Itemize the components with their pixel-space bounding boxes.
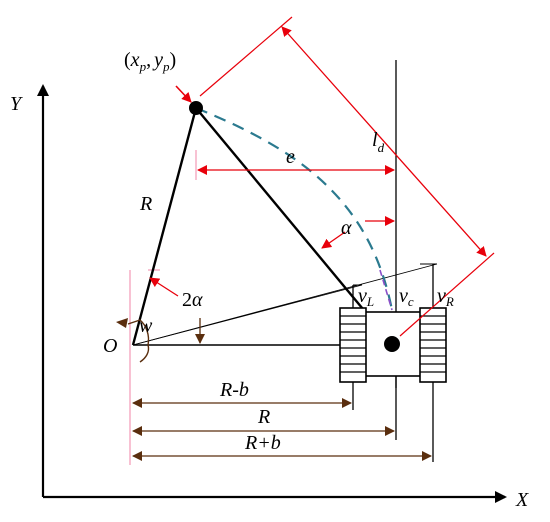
- dim-R-minus-b-label: R-b: [219, 379, 249, 401]
- trajectory-arc: [195, 106, 394, 311]
- two-alpha-label: 2α: [182, 289, 203, 311]
- y-axis-label: Y: [10, 93, 23, 115]
- omega-rotation-arc: [127, 319, 150, 346]
- two-alpha-arrow-up: [149, 277, 179, 297]
- alpha-arrow-left: [321, 231, 346, 249]
- ld-dimension-line: [281, 26, 487, 257]
- dim-R-label: R: [257, 406, 270, 428]
- omega-label: w: [139, 315, 153, 337]
- vc-label: vc: [399, 285, 414, 309]
- point-p-label: (xp,yp): [124, 49, 176, 74]
- vL-label: vL: [358, 285, 374, 309]
- omega-arc-arrowhead: [116, 318, 128, 328]
- thin-line-to-vL: [132, 284, 363, 346]
- alpha-label: α: [341, 217, 352, 239]
- heading-dash-1: [379, 269, 393, 311]
- ld-ext-top: [199, 16, 293, 97]
- ld-label: ld: [372, 129, 385, 155]
- radius-label: R: [139, 193, 152, 215]
- radius-line: [131, 107, 198, 346]
- vehicle-center-point: [384, 336, 400, 352]
- look-ahead-point: [189, 101, 203, 115]
- right-track: [419, 307, 447, 383]
- origin-label: O: [103, 335, 117, 357]
- left-track: [339, 307, 367, 383]
- e-label: e: [286, 146, 295, 168]
- vR-label: vR: [437, 285, 454, 309]
- ld-ext-bottom: [399, 252, 495, 337]
- omega-arc-lower: [139, 344, 150, 363]
- p-pointer-arrow: [175, 85, 192, 103]
- dim-R-plus-b-label: R+b: [244, 432, 281, 454]
- x-axis-label: X: [515, 489, 529, 511]
